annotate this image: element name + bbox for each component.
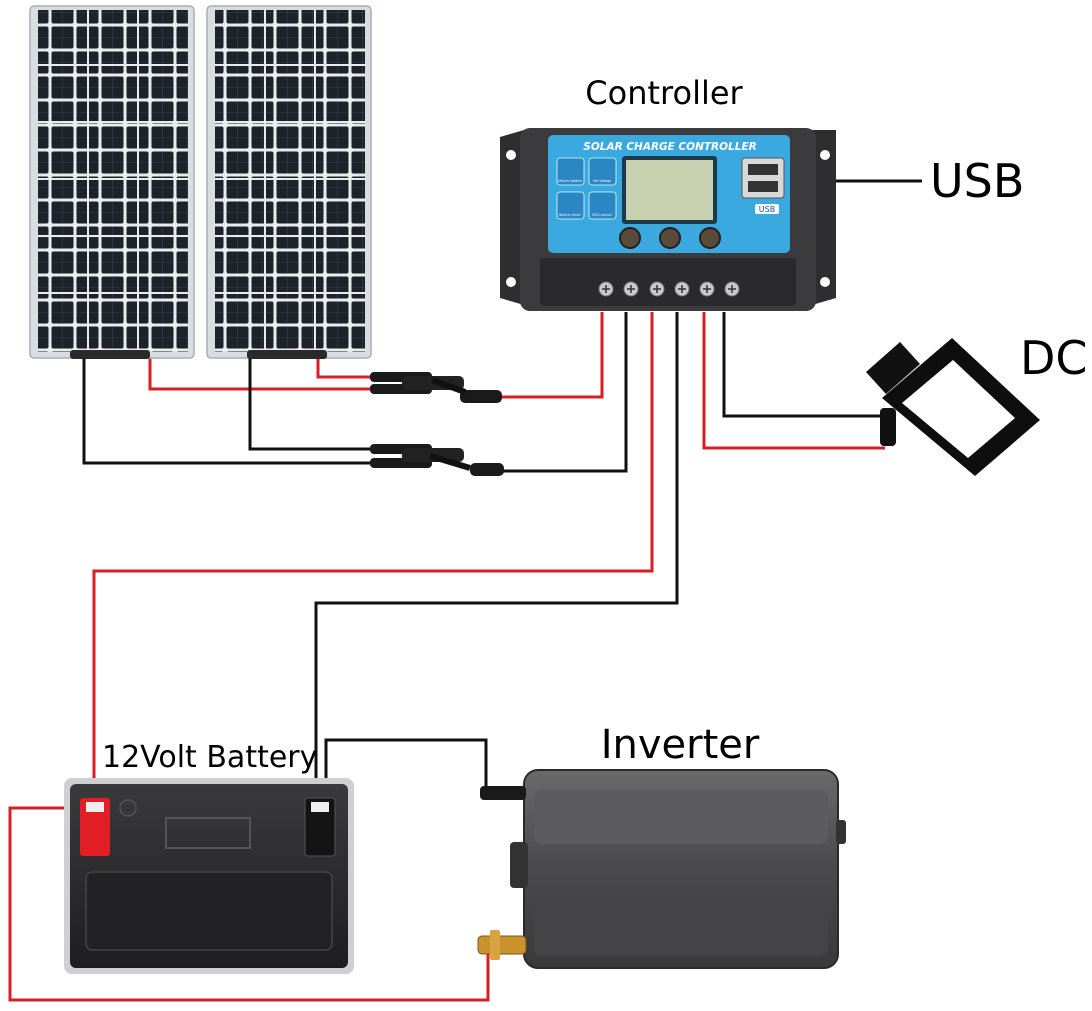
panel1-negative-wire: [82, 358, 372, 465]
controller-label: Controller: [585, 74, 743, 112]
solar-panel-1: [29, 5, 195, 359]
dc-label: DC: [1020, 331, 1088, 385]
battery-negative-terminal: [304, 797, 336, 857]
icon-text-mcu: MCU control: [592, 213, 611, 217]
dc-floodlight: [866, 338, 1040, 476]
icon-text-lithium: Lithium battery: [558, 179, 583, 183]
battery-negative-wire: [314, 312, 679, 800]
icon-text-set-voltage: Set Voltage: [593, 179, 611, 183]
solar-panel-2: [206, 5, 372, 359]
battery-to-inverter-negative: [324, 738, 488, 800]
controller-button-3[interactable]: [699, 227, 721, 249]
junction-box: [70, 350, 150, 359]
battery-positive-wire: [92, 312, 654, 795]
controller-button-2[interactable]: [659, 227, 681, 249]
pv-positive-to-controller: [500, 312, 604, 399]
load-positive-wire: [702, 312, 885, 450]
lcd-screen: [626, 160, 713, 220]
junction-box: [247, 350, 327, 359]
terminal-screws: [598, 281, 740, 297]
load-negative-wire: [722, 312, 885, 418]
pv-negative-to-controller: [500, 312, 628, 473]
feature-icons: Lithium battery Set Voltage Build-in tim…: [556, 157, 617, 220]
panel2-negative-wire: [248, 358, 372, 451]
panel1-positive-wire: [148, 358, 372, 391]
battery-12v: [64, 778, 354, 974]
icon-text-timer: Build-in timer: [559, 213, 581, 217]
usb-badge-text: USB: [759, 205, 775, 214]
mc4-y-connector-positive: [370, 372, 502, 403]
panel2-positive-wire: [316, 358, 372, 379]
mc4-y-connector-negative: [370, 444, 504, 476]
inverter-label: Inverter: [601, 722, 760, 768]
usb-label: USB: [930, 154, 1024, 208]
battery-label: 12Volt Battery: [102, 740, 317, 775]
wires: [8, 179, 922, 1002]
power-inverter: [477, 769, 846, 969]
battery-to-inverter-positive: [8, 806, 490, 1002]
controller-header-text: SOLAR CHARGE CONTROLLER: [583, 141, 756, 153]
inverter-positive-terminal: [477, 935, 527, 955]
charge-controller: SOLAR CHARGE CONTROLLER Lithium battery …: [500, 128, 836, 311]
battery-positive-terminal: [80, 798, 110, 856]
inverter-negative-terminal: [480, 786, 526, 800]
controller-button-1[interactable]: [619, 227, 641, 249]
